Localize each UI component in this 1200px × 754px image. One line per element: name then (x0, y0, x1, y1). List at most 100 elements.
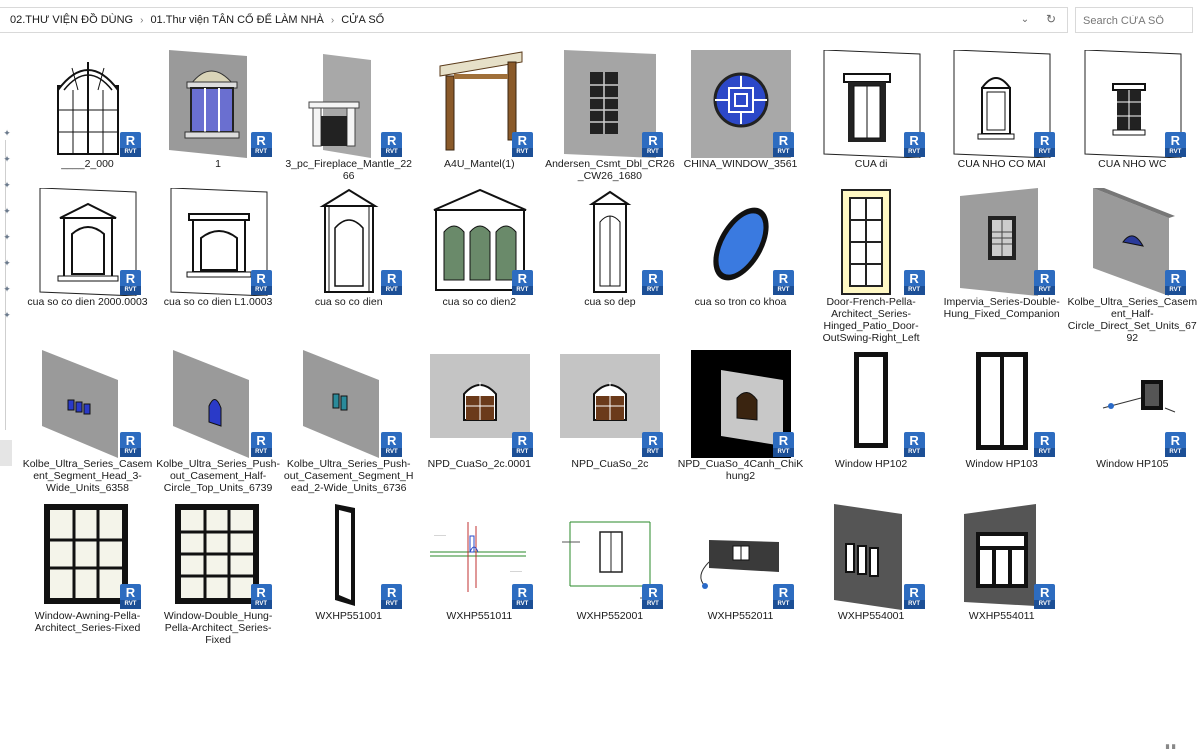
breadcrumb-item-thu-vien[interactable]: 02.THƯ VIỆN ĐỒ DÙNG (10, 14, 134, 26)
revit-badge-text: RVT (903, 600, 925, 609)
revit-badge-letter: R (517, 433, 527, 448)
refresh-icon[interactable]: ↻ (1045, 12, 1057, 26)
pin-icon[interactable]: ✦ (3, 310, 11, 320)
revit-badge-text: RVT (250, 600, 272, 609)
revit-badge-letter: R (256, 585, 266, 600)
search-box[interactable] (1075, 7, 1193, 33)
file-name: cua so co dien2 (442, 296, 517, 308)
file-name: cua so co dien (314, 296, 383, 308)
revit-badge-letter: R (1039, 271, 1050, 286)
breadcrumb-item-cua-so[interactable]: CỬA SỔ (341, 14, 385, 26)
pin-icon[interactable]: ✦ (3, 284, 11, 294)
revit-badge-text: RVT (642, 600, 664, 609)
breadcrumb-item-tan-co[interactable]: 01.Thư viện TÂN CỔ ĐỂ LÀM NHÀ (150, 14, 324, 26)
revit-badge-text: RVT (511, 448, 533, 457)
pin-icon[interactable]: ✦ (3, 128, 11, 138)
revit-badge-letter: R (125, 433, 136, 448)
revit-badge-letter: R (517, 271, 527, 286)
pin-icon[interactable]: ✦ (3, 206, 11, 216)
file-name: Door-French-Pella-Architect_Series-Hinge… (822, 296, 920, 344)
pin-icon[interactable]: ✦ (3, 154, 11, 164)
pin-icon[interactable]: ✦ (3, 258, 11, 268)
revit-badge-letter: R (909, 271, 919, 286)
file-thumbnail (430, 188, 530, 296)
file-thumbnail (38, 50, 138, 158)
revit-badge-text: RVT (1034, 600, 1056, 609)
pin-icon[interactable]: ✦ (3, 180, 11, 190)
revit-badge-text: RVT (511, 600, 533, 609)
file-thumbnail (822, 502, 922, 610)
nav-selected-item[interactable] (0, 440, 12, 466)
nav-divider (5, 140, 6, 430)
navigation-pane-edge: ✦ ✦ ✦ ✦ ✦ ✦ ✦ ✦ (0, 40, 14, 754)
revit-badge-letter: R (386, 433, 397, 448)
search-input[interactable] (1081, 9, 1185, 33)
revit-badge-text: RVT (381, 600, 403, 609)
file-thumbnail (299, 350, 399, 458)
revit-badge-text: RVT (1164, 286, 1186, 295)
revit-badge-text: RVT (120, 600, 141, 609)
revit-badge-text: RVT (773, 148, 794, 157)
chevron-down-icon[interactable]: ⌄ (1020, 14, 1030, 25)
file-thumbnail (169, 502, 269, 610)
revit-badge-text: RVT (1034, 148, 1056, 157)
resize-grip-icon[interactable]: ▖▖ (1166, 740, 1179, 749)
breadcrumb[interactable]: 02.THƯ VIỆN ĐỒ DÙNG›01.Thư viện TÂN CỔ Đ… (0, 7, 1068, 33)
file-thumbnail (38, 350, 138, 458)
file-name: CUA di (854, 158, 888, 170)
pin-icon[interactable]: ✦ (3, 232, 11, 242)
file-thumbnail (822, 350, 922, 458)
revit-badge-letter: R (1039, 433, 1050, 448)
file-name: WXHP554001 (837, 610, 905, 622)
address-bar: 02.THƯ VIỆN ĐỒ DÙNG›01.Thư viện TÂN CỔ Đ… (0, 0, 1200, 40)
revit-badge-letter: R (256, 433, 266, 448)
file-name: Kolbe_Ultra_Series_Push-out_Casement_Hal… (156, 458, 280, 494)
